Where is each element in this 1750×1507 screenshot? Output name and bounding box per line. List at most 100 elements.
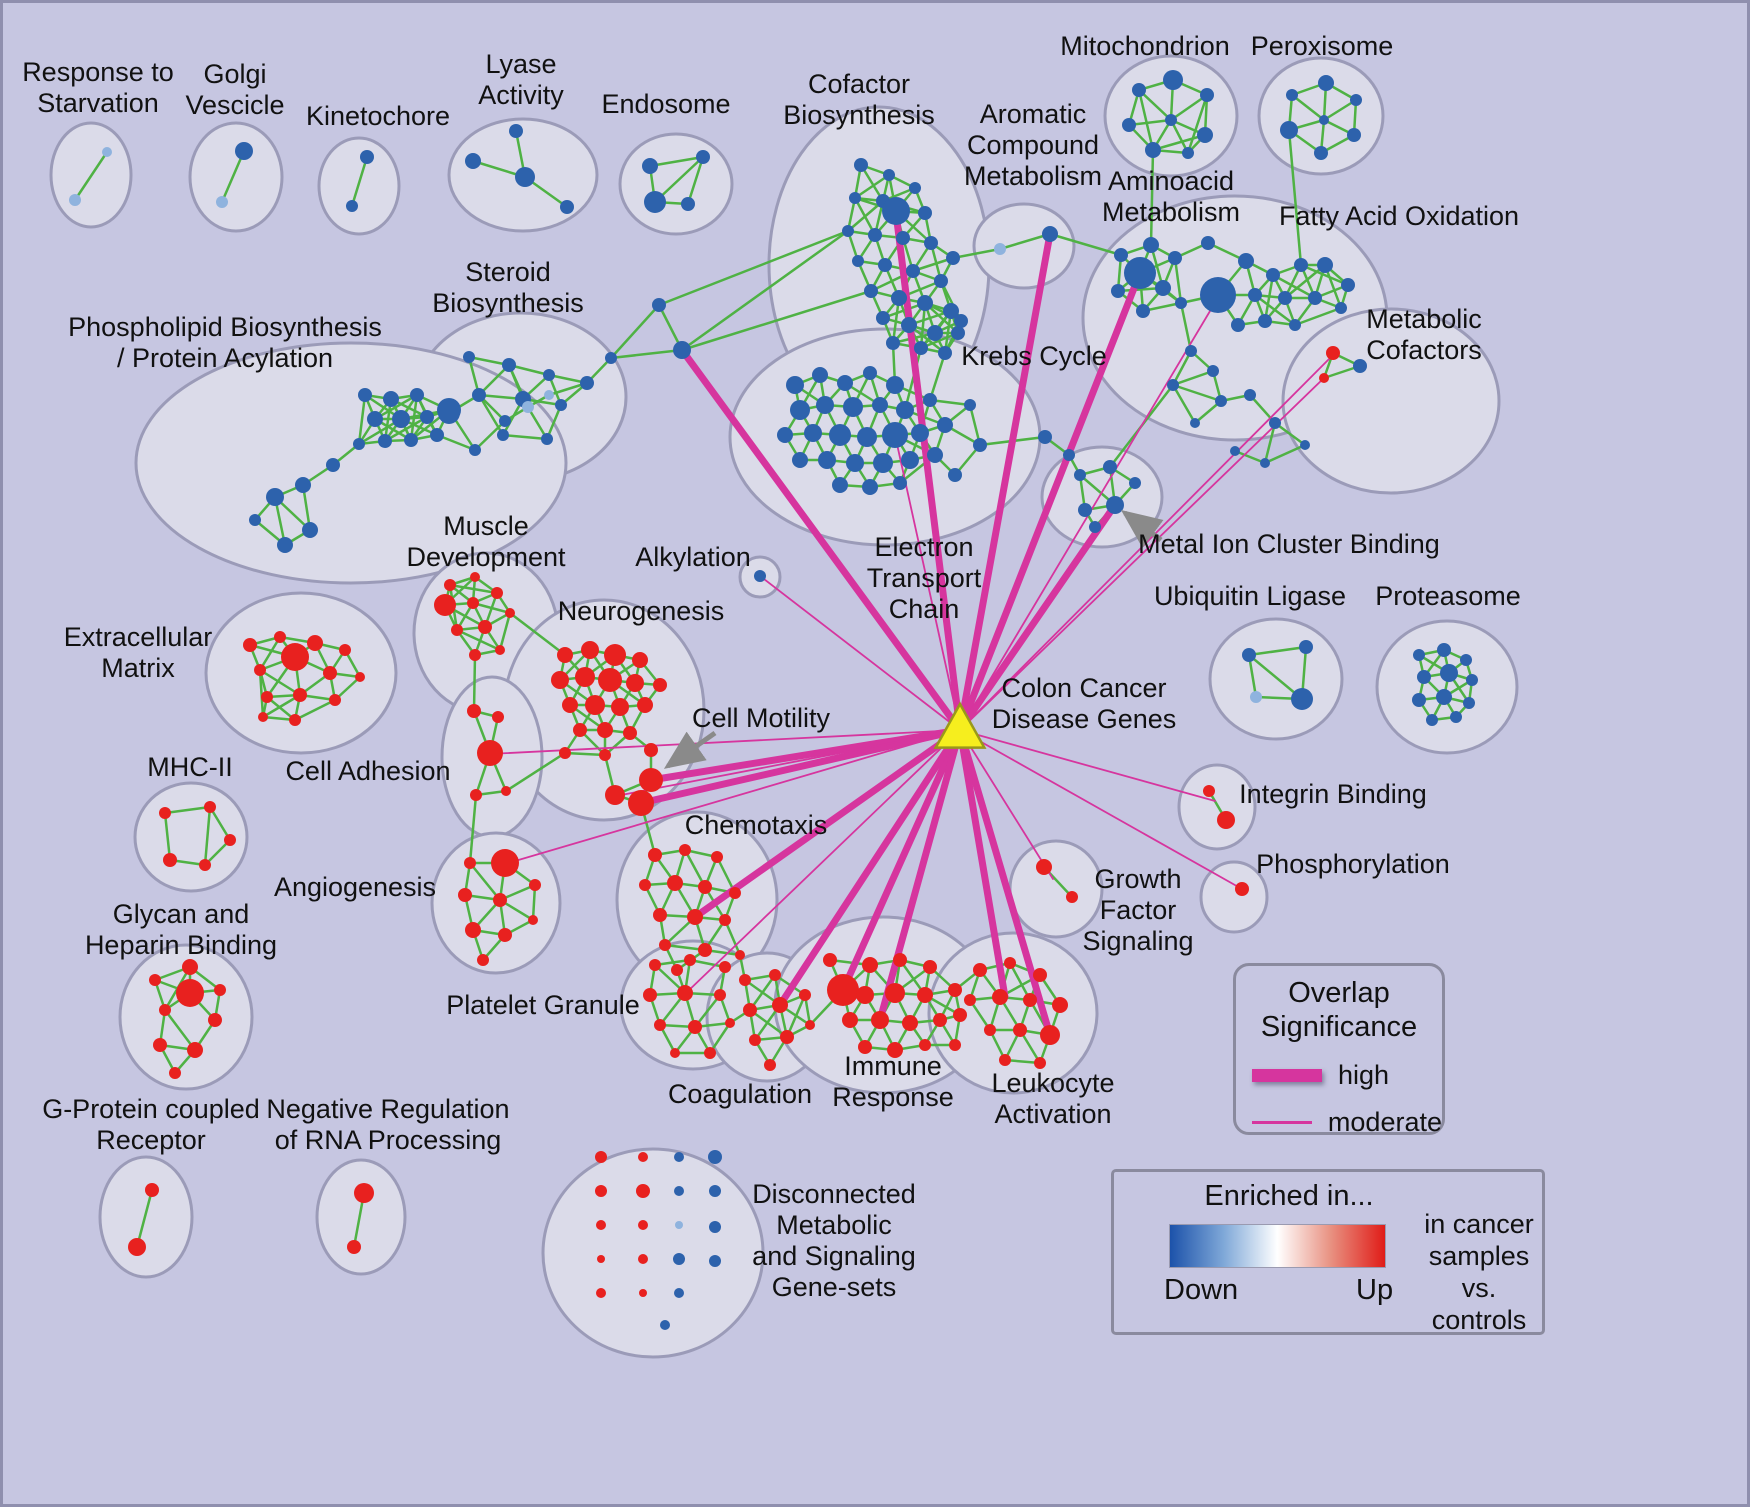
disconnected-gene-sets-node[interactable] <box>639 1289 647 1297</box>
electron-transport-chain-node[interactable] <box>886 376 904 394</box>
aromatic-compound-metabolism-node[interactable] <box>994 243 1006 255</box>
golgi-vescicle-node[interactable] <box>235 142 253 160</box>
coagulation-node[interactable] <box>743 1003 757 1017</box>
electron-transport-chain-node[interactable] <box>901 451 919 469</box>
mhc-ii-node[interactable] <box>199 859 211 871</box>
neurogenesis-node[interactable] <box>562 697 578 713</box>
metabolic-stragglers-node[interactable] <box>1260 458 1270 468</box>
disconnected-gene-sets-node[interactable] <box>709 1185 721 1197</box>
mhc-ii-node[interactable] <box>159 807 171 819</box>
cofactor-biosynthesis-node[interactable] <box>918 206 932 220</box>
platelet-granule-node[interactable] <box>643 988 657 1002</box>
immune-response-node[interactable] <box>919 1039 931 1051</box>
cofactor-biosynthesis-node[interactable] <box>864 284 878 298</box>
glycan-heparin-binding-node[interactable] <box>208 1013 222 1027</box>
metal-ion-cluster-binding-node[interactable] <box>1078 503 1092 517</box>
chemotaxis-node[interactable] <box>671 964 683 976</box>
neurogenesis-node[interactable] <box>626 674 644 692</box>
peroxisome-node[interactable] <box>1350 94 1362 106</box>
muscle-development-node[interactable] <box>478 620 492 634</box>
neurogenesis-node[interactable] <box>628 790 654 816</box>
coagulation-node[interactable] <box>772 997 788 1013</box>
aminoacid-fatty-acid-node[interactable] <box>1155 280 1171 296</box>
disconnected-gene-sets-node[interactable] <box>595 1185 607 1197</box>
phospholipid-biosynthesis-node[interactable] <box>420 410 434 424</box>
junction-connectors-node[interactable] <box>673 341 691 359</box>
aminoacid-fatty-acid-node[interactable] <box>1266 268 1280 282</box>
coagulation-node[interactable] <box>749 1034 761 1046</box>
aminoacid-fatty-acid-node[interactable] <box>1294 258 1308 272</box>
angiogenesis-node[interactable] <box>477 954 489 966</box>
steroid-biosynthesis-node[interactable] <box>463 351 475 363</box>
electron-transport-chain-node[interactable] <box>832 477 848 493</box>
aminoacid-fatty-acid-node[interactable] <box>1238 253 1254 269</box>
disconnected-gene-sets-node[interactable] <box>597 1255 605 1263</box>
electron-transport-chain-node[interactable] <box>792 452 808 468</box>
g-protein-coupled-receptor-node[interactable] <box>128 1238 146 1256</box>
disease-genes-hub[interactable] <box>933 701 987 749</box>
negative-regulation-rna-processing-node[interactable] <box>354 1183 374 1203</box>
steroid-biosynthesis-node[interactable] <box>543 369 555 381</box>
muscle-development-node[interactable] <box>495 645 505 655</box>
lyase-activity-node[interactable] <box>560 200 574 214</box>
electron-transport-chain-node[interactable] <box>818 451 836 469</box>
cofactor-biosynthesis-node[interactable] <box>896 231 910 245</box>
neurogenesis-node[interactable] <box>623 726 637 740</box>
disconnected-gene-sets-node[interactable] <box>660 1320 670 1330</box>
mitochondrion-node[interactable] <box>1182 147 1194 159</box>
aminoacid-fatty-acid-node[interactable] <box>1175 297 1187 309</box>
neurogenesis-node[interactable] <box>559 747 571 759</box>
leukocyte-activation-node[interactable] <box>984 1024 996 1036</box>
leukocyte-activation-node[interactable] <box>1040 1025 1060 1045</box>
steroid-biosynthesis-node[interactable] <box>541 433 553 445</box>
cell-adhesion-node[interactable] <box>477 740 503 766</box>
cofactor-biosynthesis-node[interactable] <box>927 325 943 341</box>
endosome-node[interactable] <box>644 191 666 213</box>
neurogenesis-node[interactable] <box>585 695 605 715</box>
steroid-biosynthesis-node[interactable] <box>472 388 486 402</box>
glycan-heparin-binding-node[interactable] <box>176 979 204 1007</box>
integrin-binding-node[interactable] <box>1217 811 1235 829</box>
mitochondrion-node[interactable] <box>1163 70 1183 90</box>
golgi-vescicle-node[interactable] <box>216 196 228 208</box>
disconnected-gene-sets-node[interactable] <box>596 1220 606 1230</box>
chemotaxis-node[interactable] <box>698 943 712 957</box>
disconnected-gene-sets-node[interactable] <box>638 1220 648 1230</box>
immune-response-node[interactable] <box>862 957 878 973</box>
leukocyte-activation-node[interactable] <box>1023 993 1037 1007</box>
proteasome-node[interactable] <box>1450 711 1462 723</box>
aminoacid-fatty-acid-node[interactable] <box>1341 278 1355 292</box>
cofactor-biosynthesis-node[interactable] <box>842 225 854 237</box>
g-protein-coupled-receptor-node[interactable] <box>145 1183 159 1197</box>
cofactor-biosynthesis-node[interactable] <box>876 311 890 325</box>
electron-transport-chain-node[interactable] <box>790 400 810 420</box>
neurogenesis-node[interactable] <box>573 723 587 737</box>
phospholipid-biosynthesis-node[interactable] <box>499 415 511 427</box>
phospholipid-biosynthesis-node[interactable] <box>302 522 318 538</box>
phospholipid-biosynthesis-node[interactable] <box>353 438 365 450</box>
metal-ion-cluster-binding-node[interactable] <box>1106 496 1124 514</box>
platelet-granule-node[interactable] <box>649 959 661 971</box>
disconnected-gene-sets-node[interactable] <box>638 1152 648 1162</box>
aminoacid-fatty-acid-node[interactable] <box>1231 318 1245 332</box>
aminoacid-fatty-acid-node[interactable] <box>1200 277 1236 313</box>
neurogenesis-node[interactable] <box>557 647 573 663</box>
cell-adhesion-node[interactable] <box>470 789 482 801</box>
electron-transport-chain-node[interactable] <box>829 424 851 446</box>
extracellular-matrix-node[interactable] <box>254 664 266 676</box>
cofactor-biosynthesis-node[interactable] <box>849 192 861 204</box>
metal-ion-cluster-binding-node[interactable] <box>1129 477 1141 489</box>
cofactor-biosynthesis-node[interactable] <box>914 341 928 355</box>
leukocyte-activation-node[interactable] <box>1013 1023 1027 1037</box>
leukocyte-activation-node[interactable] <box>973 963 987 977</box>
immune-response-node[interactable] <box>858 1040 872 1054</box>
proteasome-node[interactable] <box>1460 654 1472 666</box>
phospholipid-biosynthesis-node[interactable] <box>522 401 534 413</box>
cofactor-biosynthesis-node[interactable] <box>901 317 917 333</box>
cofactor-biosynthesis-node[interactable] <box>909 182 921 194</box>
chemotaxis-node[interactable] <box>679 844 691 856</box>
cofactor-biosynthesis-node[interactable] <box>938 346 952 360</box>
aminoacid-fatty-acid-node[interactable] <box>1258 314 1272 328</box>
junction-connectors-node[interactable] <box>652 298 666 312</box>
immune-response-node[interactable] <box>823 953 837 967</box>
